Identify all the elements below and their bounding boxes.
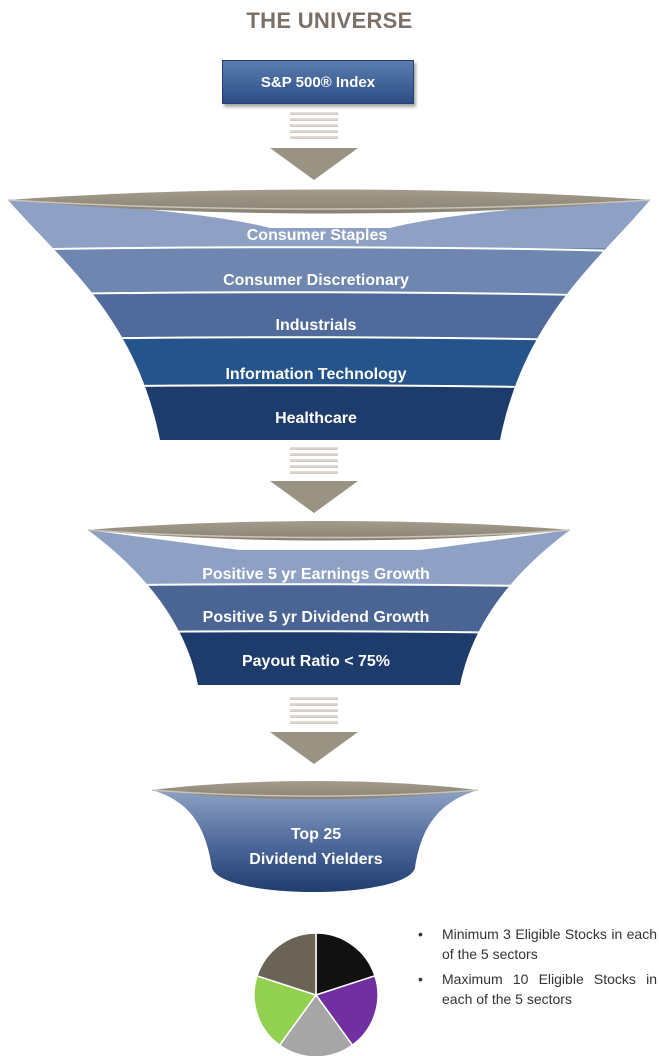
arrow-down-3 (270, 697, 358, 764)
diagram-title: THE UNIVERSE (246, 8, 413, 33)
sector-funnel: Consumer Staples Consumer Discretionary … (7, 189, 651, 440)
sp500-index-label: S&P 500® Index (260, 73, 376, 91)
sp500-index-box: S&P 500® Index (222, 60, 414, 104)
label-healthcare: Healthcare (275, 410, 357, 427)
label-industrials: Industrials (276, 317, 357, 334)
label-consumer-staples: Consumer Staples (247, 227, 388, 244)
band-consumer-discretionary (8, 248, 650, 293)
rules-list: Minimum 3 Eligible Stocks in each of the… (412, 924, 657, 1014)
label-consumer-discretionary: Consumer Discretionary (223, 272, 409, 289)
criteria-funnel: Positive 5 yr Earnings Growth Positive 5… (87, 521, 571, 685)
arrow-down-1 (270, 112, 358, 180)
label-dividend-growth: Positive 5 yr Dividend Growth (203, 609, 430, 626)
label-dividend-yielders: Dividend Yielders (249, 851, 382, 868)
pie-slice-2 (314, 974, 379, 1047)
rule-minimum: Minimum 3 Eligible Stocks in each of the… (412, 924, 657, 964)
label-payout-ratio: Payout Ratio < 75% (242, 653, 390, 670)
label-information-technology: Information Technology (225, 366, 406, 383)
rule-maximum: Maximum 10 Eligible Stocks in each of th… (412, 969, 657, 1009)
pie-slice-3 (278, 993, 354, 1056)
top-yielders-cup: Top 25 Dividend Yielders (151, 781, 479, 892)
sector-pie-chart (253, 932, 379, 1056)
label-earnings-growth: Positive 5 yr Earnings Growth (202, 566, 430, 583)
label-top-25: Top 25 (291, 826, 341, 843)
pie-slice-4 (253, 974, 318, 1047)
arrow-down-2 (270, 447, 358, 513)
pie-slice-5 (256, 932, 317, 997)
pie-slice-1 (315, 932, 376, 997)
